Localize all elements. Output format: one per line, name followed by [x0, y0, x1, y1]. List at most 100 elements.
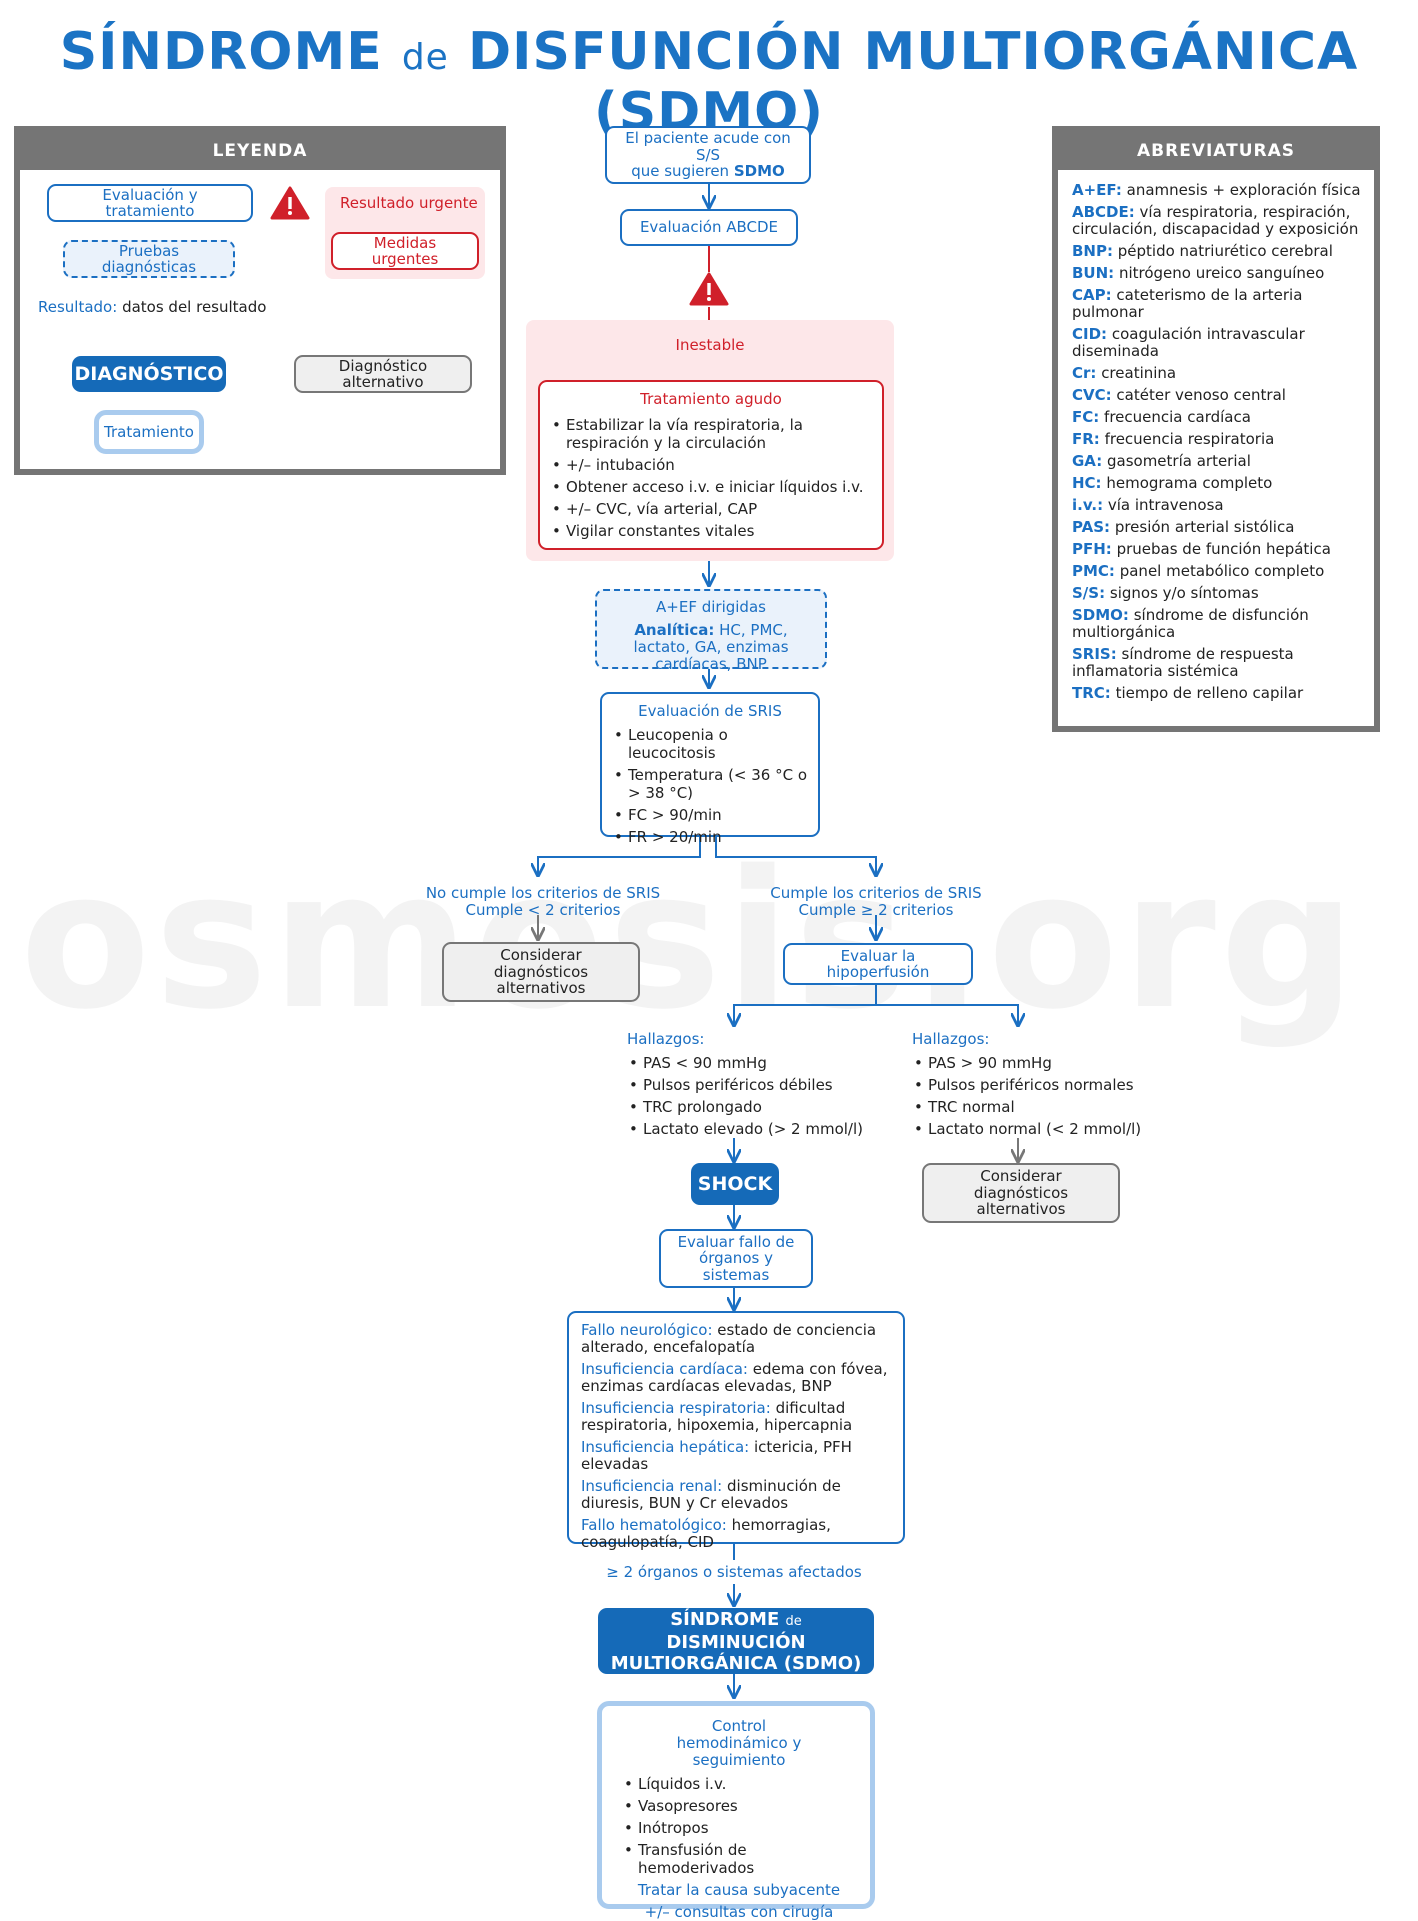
abbreviation-key: SDMO:	[1072, 606, 1129, 624]
legend-result-text: datos del resultado	[122, 298, 267, 316]
sris-box: Evaluación de SRIS Leucopenia o leucocit…	[600, 692, 820, 846]
abbreviation-value: síndrome de disfunción multiorgánica	[1072, 606, 1309, 641]
abbreviation-row: PAS: presión arterial sistólica	[1072, 519, 1362, 536]
abbreviation-row: SDMO: síndrome de disfunción multiorgáni…	[1072, 607, 1362, 641]
abbreviation-key: PMC:	[1072, 562, 1115, 580]
abbreviation-key: BNP:	[1072, 242, 1113, 260]
abbreviations-header: ABREVIATURAS	[1058, 132, 1374, 170]
legend-tests-box: Pruebas diagnósticas	[63, 240, 235, 278]
abbreviation-value: síndrome de respuesta inflamatoria sisté…	[1072, 645, 1294, 680]
abbreviation-key: TRC:	[1072, 684, 1111, 702]
abbreviation-row: i.v.: vía intravenosa	[1072, 497, 1362, 514]
sris-item: FC > 90/min	[612, 806, 808, 824]
final-dx-line2: MULTIORGÁNICA (SDMO)	[610, 1652, 862, 1674]
organ-failure-key: Insuficiencia hepática:	[581, 1438, 750, 1456]
legend-alt-diagnosis: Diagnóstico alternativo	[294, 355, 472, 393]
start-box: El paciente acude con S/S que sugieren S…	[605, 126, 811, 184]
control-item: Inótropos	[622, 1819, 856, 1837]
abbreviation-row: BUN: nitrógeno ureico sanguíneo	[1072, 265, 1362, 282]
findings-right: Hallazgos: PAS > 90 mmHg Pulsos periféri…	[912, 1030, 1152, 1142]
abbreviation-row: FR: frecuencia respiratoria	[1072, 431, 1362, 448]
abbreviation-key: FC:	[1072, 408, 1100, 426]
abbreviation-value: tiempo de relleno capilar	[1115, 684, 1304, 702]
abbreviation-value: coagulación intravascular diseminada	[1072, 325, 1305, 360]
acute-list: Estabilizar la vía respiratoria, la resp…	[550, 416, 872, 540]
acute-title: Tratamiento agudo	[640, 390, 782, 408]
consider-alt-box-2: Considerar diagnósticos alternativos	[922, 1163, 1120, 1223]
title-part1: SÍNDROME	[59, 22, 383, 82]
start-line2-bold: SDMO	[733, 162, 785, 181]
control-item: Vasopresores	[622, 1797, 856, 1815]
eval-hypoperfusion-box: Evaluar la hipoperfusión	[783, 943, 973, 985]
sris-list: Leucopenia o leucocitosis Temperatura (<…	[612, 726, 808, 846]
abbreviation-row: Cr: creatinina	[1072, 365, 1362, 382]
organ-failure-key: Fallo hematológico:	[581, 1516, 727, 1534]
findings-left-label: Hallazgos:	[627, 1030, 705, 1048]
aef-text: HC, PMC, lactato, GA, enzimas cardíacas,…	[633, 621, 789, 673]
shock-box: SHOCK	[691, 1163, 779, 1205]
unstable-label: Inestable	[675, 336, 745, 354]
legend-diagnosis-box: DIAGNÓSTICO	[72, 356, 226, 392]
final-dx-de: de	[785, 1613, 802, 1629]
findings-left: Hallazgos: PAS < 90 mmHg Pulsos periféri…	[627, 1030, 867, 1142]
abbreviation-value: cateterismo de la arteria pulmonar	[1072, 286, 1303, 321]
abbreviation-key: CAP:	[1072, 286, 1112, 304]
legend-result-line: Resultado: datos del resultado	[38, 298, 266, 316]
abbreviation-key: BUN:	[1072, 264, 1115, 282]
abbreviation-row: HC: hemograma completo	[1072, 475, 1362, 492]
start-line2: que sugieren SDMO	[631, 163, 785, 180]
finding-item: Pulsos periféricos débiles	[627, 1076, 867, 1094]
abbreviation-value: creatinina	[1101, 364, 1177, 382]
organ-failure-row: Fallo hematológico: hemorragias, coagulo…	[581, 1517, 893, 1551]
abbreviation-row: CVC: catéter venoso central	[1072, 387, 1362, 404]
abbreviation-key: A+EF:	[1072, 181, 1122, 199]
warning-icon	[270, 186, 310, 220]
findings-right-label: Hallazgos:	[912, 1030, 990, 1048]
finding-item: Lactato normal (< 2 mmol/l)	[912, 1120, 1152, 1138]
legend-eval-box: Evaluación y tratamiento	[47, 184, 253, 222]
abbreviation-key: CID:	[1072, 325, 1108, 343]
organ-failure-value: estado de conciencia alterado, encefalop…	[581, 1321, 877, 1356]
acute-item: Obtener acceso i.v. e iniciar líquidos i…	[550, 478, 872, 496]
abbreviation-value: vía intravenosa	[1107, 496, 1224, 514]
control-item: Transfusión de hemoderivados	[622, 1841, 856, 1877]
no-sris-label: No cumple los criterios de SRIS Cumple <…	[418, 885, 668, 919]
finding-item: TRC prolongado	[627, 1098, 867, 1116]
final-dx-line1: SÍNDROME de DISMINUCIÓN	[598, 1609, 874, 1653]
acute-treatment-box: Tratamiento agudo Estabilizar la vía res…	[538, 380, 884, 550]
abbreviation-key: HC:	[1072, 474, 1102, 492]
start-line1: El paciente acude con S/S	[625, 129, 791, 164]
control-list: Líquidos i.v. Vasopresores Inótropos Tra…	[622, 1775, 856, 1877]
finding-item: PAS > 90 mmHg	[912, 1054, 1152, 1072]
organ-failure-row: Insuficiencia hepática: ictericia, PFH e…	[581, 1439, 893, 1473]
abbreviation-key: FR:	[1072, 430, 1100, 448]
abbreviation-value: péptido natriurético cerebral	[1117, 242, 1333, 260]
finding-item: Lactato elevado (> 2 mmol/l)	[627, 1120, 867, 1138]
organ-failure-key: Insuficiencia cardíaca:	[581, 1360, 748, 1378]
finding-item: PAS < 90 mmHg	[627, 1054, 867, 1072]
findings-left-list: PAS < 90 mmHg Pulsos periféricos débiles…	[627, 1054, 867, 1138]
warning-icon-main	[689, 272, 729, 306]
abbreviation-value: panel metabólico completo	[1119, 562, 1325, 580]
control-box: Control hemodinámico y seguimiento Líqui…	[597, 1701, 875, 1921]
acute-item: +/– intubación	[550, 456, 872, 474]
abbreviation-row: FC: frecuencia cardíaca	[1072, 409, 1362, 426]
control-item: Líquidos i.v.	[622, 1775, 856, 1793]
abbreviation-key: CVC:	[1072, 386, 1112, 404]
abbreviations-panel: ABREVIATURAS A+EF: anamnesis + exploraci…	[1052, 126, 1380, 732]
findings-right-list: PAS > 90 mmHg Pulsos periféricos normale…	[912, 1054, 1152, 1138]
no-sris-line2: Cumple < 2 criterios	[465, 901, 621, 919]
organ-failure-value: dificultad respiratoria, hipoxemia, hipe…	[581, 1399, 853, 1434]
abbreviation-key: GA:	[1072, 452, 1103, 470]
abbreviation-row: TRC: tiempo de relleno capilar	[1072, 685, 1362, 702]
abbreviation-key: Cr:	[1072, 364, 1097, 382]
abbreviation-row: CID: coagulación intravascular diseminad…	[1072, 326, 1362, 360]
organ-failure-row: Insuficiencia renal: disminución de diur…	[581, 1478, 893, 1512]
abbreviation-row: BNP: péptido natriurético cerebral	[1072, 243, 1362, 260]
organ-failure-value: edema con fóvea, enzimas cardíacas eleva…	[581, 1360, 888, 1395]
start-line2-text: que sugieren	[631, 162, 730, 181]
legend-urgent-result: Resultado urgente	[340, 194, 478, 212]
yes-sris-label: Cumple los criterios de SRIS Cumple ≥ 2 …	[751, 885, 1001, 919]
acute-item: +/– CVC, vía arterial, CAP	[550, 500, 872, 518]
